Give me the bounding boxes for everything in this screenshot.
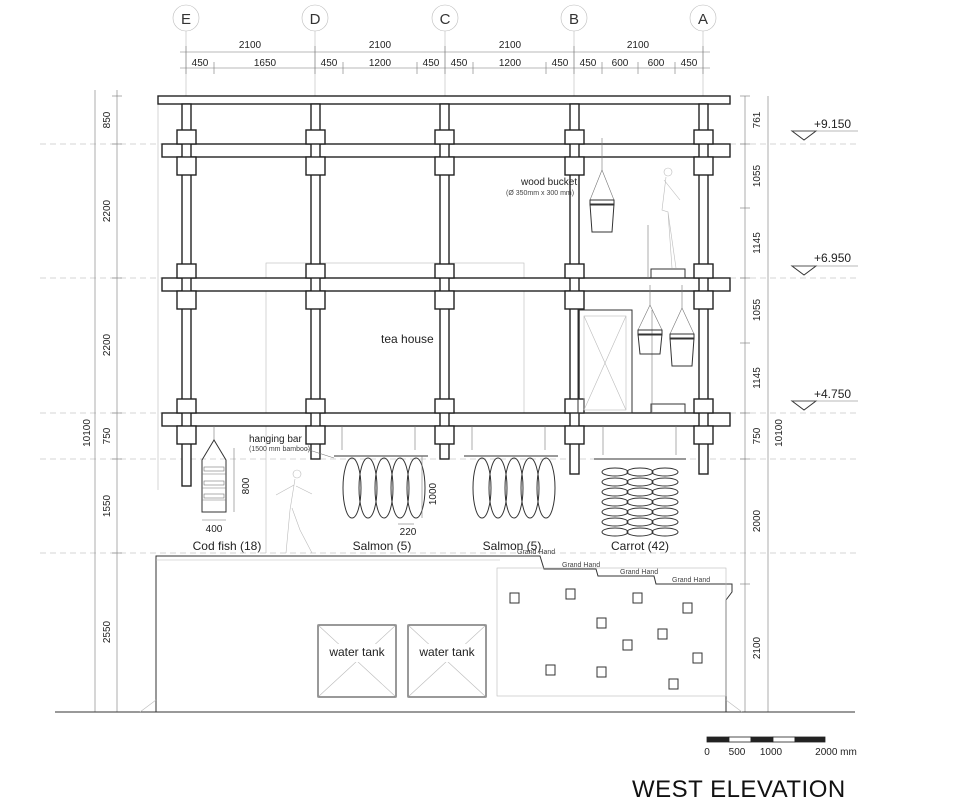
- grid-label-d: D: [310, 11, 321, 28]
- right-dim: 1145: [752, 367, 763, 389]
- level-label: +9.150: [814, 117, 851, 131]
- grid-label-e: E: [181, 11, 191, 28]
- water-tank-label-2: water tank: [418, 645, 475, 659]
- wood-bucket-note: (Ø 350mm x 300 mm): [506, 190, 574, 197]
- left-dim: 2200: [102, 199, 113, 222]
- grid-label-c: C: [440, 11, 451, 28]
- step-tag: Grand Hand: [517, 549, 555, 556]
- right-dim: 1055: [752, 298, 763, 321]
- step-tag: Grand Hand: [672, 577, 710, 584]
- water-tank-1: water tank: [317, 624, 397, 698]
- sub-dim: 1650: [254, 58, 277, 69]
- level-label: +4.750: [814, 387, 851, 401]
- top-dimensions: 2100 2100 2100 2100 450 1650 450 1200 45…: [180, 40, 710, 74]
- hanging-bar-note: (1500 mm bamboo): [249, 446, 310, 453]
- bay-dim: 2100: [369, 40, 392, 51]
- sub-dim: 1200: [499, 58, 522, 69]
- sub-dim: 450: [321, 58, 338, 69]
- bay-dim: 2100: [499, 40, 522, 51]
- wood-bucket-upper: [589, 138, 615, 233]
- cod-height-dim: 800: [241, 477, 252, 494]
- right-dim: 1145: [752, 232, 763, 254]
- sub-dim: 450: [423, 58, 440, 69]
- bay-dim: 2100: [239, 40, 262, 51]
- annotations: wood bucket (Ø 350mm x 300 mm) tea house…: [249, 177, 577, 459]
- left-dim: 750: [102, 427, 113, 444]
- tea-house-label: tea house: [381, 332, 434, 346]
- sub-dim: 450: [552, 58, 569, 69]
- right-dimensions: 761 1055 1145 1055 1145 750 2000 2100 10…: [740, 95, 785, 713]
- level-label: +6.950: [814, 251, 851, 265]
- timber-frame: [157, 95, 731, 487]
- bay-dim: 2100: [627, 40, 650, 51]
- carrot-label: Carrot (42): [611, 539, 669, 553]
- cod-width-dim: 400: [206, 524, 223, 535]
- sub-dim: 600: [648, 58, 665, 69]
- right-total-dim: 10100: [774, 419, 785, 447]
- wood-bucket-mid-left: [637, 285, 663, 355]
- step-tag: Grand Hand: [562, 562, 600, 569]
- item-labels: Cod fish (18) Salmon (5) Salmon (5) Carr…: [193, 539, 669, 553]
- sub-dim: 450: [192, 58, 209, 69]
- left-dim: 850: [102, 111, 113, 128]
- right-dim: 2000: [752, 509, 763, 532]
- water-tank-2: water tank: [407, 624, 487, 698]
- right-dim: 2100: [752, 636, 763, 659]
- grid-label-b: B: [569, 11, 579, 28]
- hanging-bar-label: hanging bar: [249, 434, 302, 445]
- sub-dim: 450: [580, 58, 597, 69]
- grid-axes: E D C B A: [172, 4, 717, 100]
- level-lines: [40, 143, 860, 554]
- salmon-label-1: Salmon (5): [353, 539, 412, 553]
- left-dim: 2200: [102, 333, 113, 356]
- column-c: [439, 103, 450, 460]
- water-tank-label-1: water tank: [328, 645, 385, 659]
- salmon-group-1: 1000 220: [334, 426, 439, 538]
- column-a: [698, 103, 709, 475]
- left-total-dim: 10100: [82, 419, 93, 447]
- right-dim: 1055: [752, 164, 763, 187]
- salmon-label-2: Salmon (5): [483, 539, 542, 553]
- sub-dim: 450: [451, 58, 468, 69]
- wood-bucket-label: wood bucket: [520, 177, 577, 188]
- drawing-title: WEST ELEVATION: [632, 776, 846, 803]
- scale-tick: 2000 mm: [815, 747, 857, 758]
- base-plinth: Grand Hand Grand Hand Grand Hand Grand H…: [55, 549, 855, 713]
- level-markers: +9.150 +6.950 +4.750: [790, 117, 858, 411]
- level-triangle-icon: [790, 400, 818, 411]
- column-d: [310, 103, 321, 460]
- grid-label-a: A: [698, 11, 708, 28]
- scale-tick: 500: [729, 747, 746, 758]
- scale-tick: 0: [704, 747, 710, 758]
- wood-bucket-mid-right: [669, 285, 695, 367]
- level-triangle-icon: [790, 130, 818, 141]
- right-dim: 750: [752, 427, 763, 444]
- scale-tick: 1000: [760, 747, 783, 758]
- person-figure-upper: [661, 167, 681, 269]
- left-dim: 2550: [102, 620, 113, 643]
- left-dimensions: 850 2200 2200 750 1550 2550 10100: [82, 90, 122, 713]
- left-dim: 1550: [102, 494, 113, 517]
- person-figure-lower: [275, 469, 313, 554]
- cod-fish-net: 800 400: [201, 426, 252, 535]
- salmon-group-2: [464, 426, 558, 519]
- sub-dim: 1200: [369, 58, 392, 69]
- scale-bar: 0 500 1000 2000 mm: [704, 736, 857, 758]
- level-triangle-icon: [790, 265, 818, 276]
- cod-fish-label: Cod fish (18): [193, 539, 262, 553]
- sub-dim: 450: [681, 58, 698, 69]
- tea-house-outline: [157, 96, 525, 553]
- column-b: [569, 103, 580, 475]
- sub-dim: 600: [612, 58, 629, 69]
- step-tag: Grand Hand: [620, 569, 658, 576]
- right-dim: 761: [752, 111, 763, 128]
- door-frame: [577, 225, 686, 414]
- salmon-width-dim: 220: [400, 527, 417, 538]
- roof-beam: [157, 95, 731, 105]
- carrot-hanger: [594, 426, 686, 537]
- salmon-height-dim: 1000: [428, 482, 439, 505]
